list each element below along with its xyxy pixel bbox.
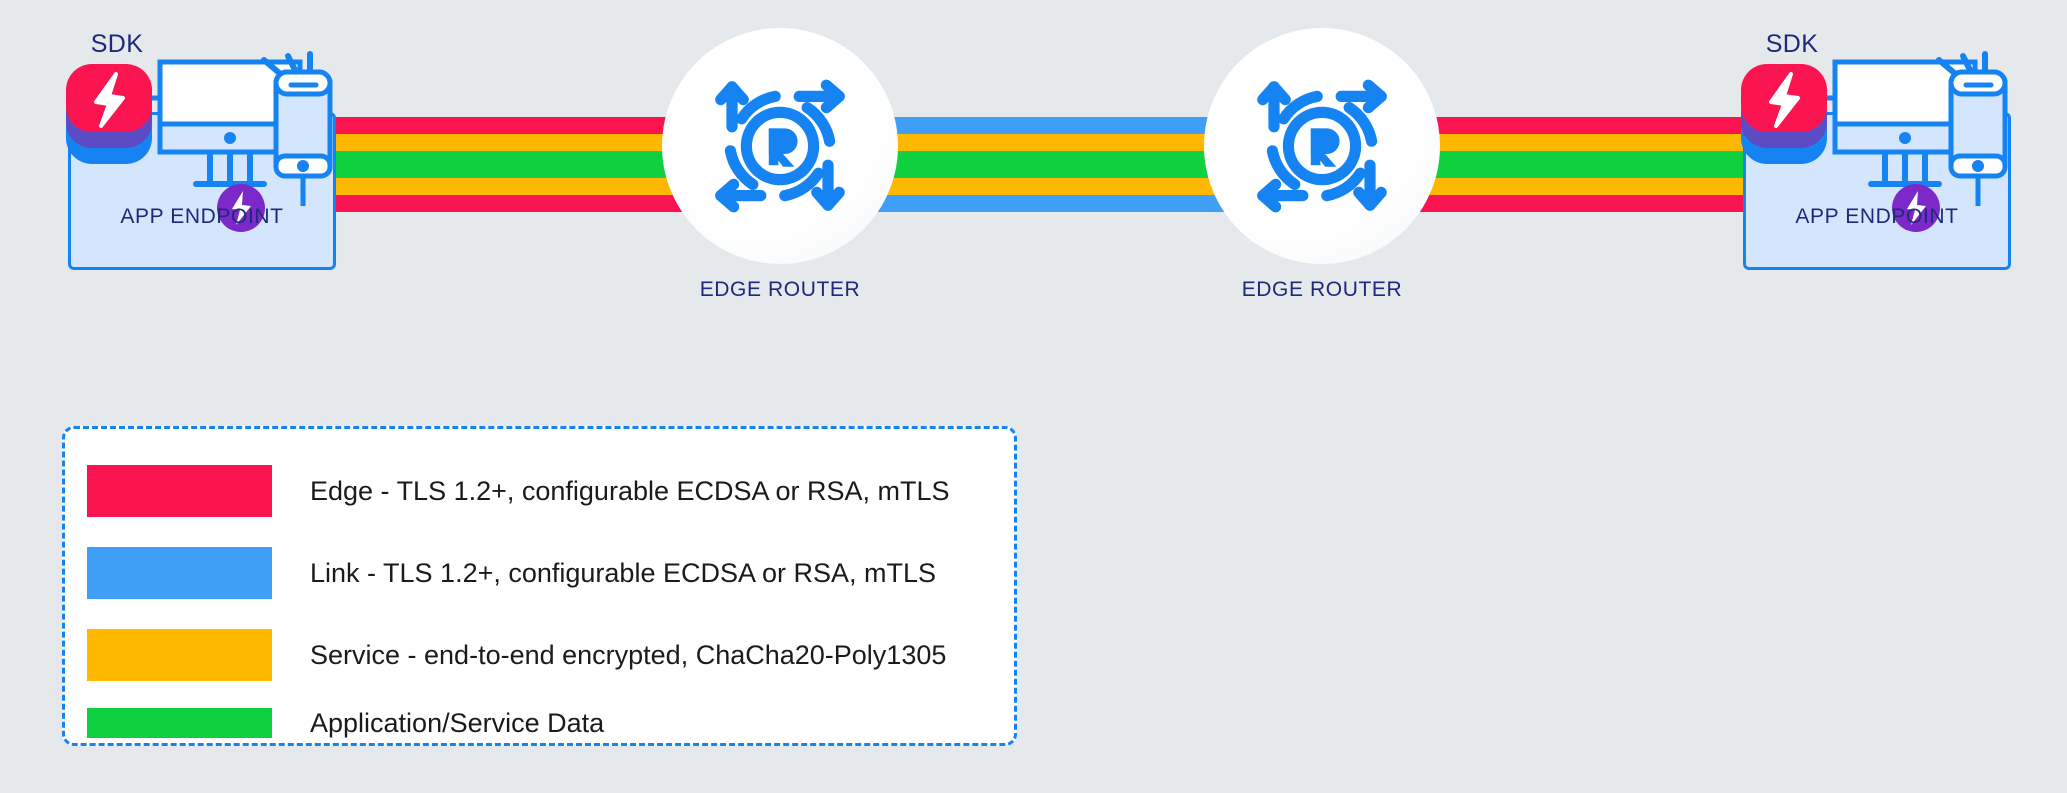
legend-item-edge: Edge - TLS 1.2+, configurable ECDSA or R…	[87, 463, 987, 519]
legend-swatch-edge	[87, 465, 272, 517]
legend-swatch-link	[87, 547, 272, 599]
desktop-and-mobile-icon	[1813, 51, 2008, 206]
legend-label-app-data: Application/Service Data	[310, 707, 605, 738]
bolt-badge-icon	[217, 184, 265, 232]
legend-panel: Edge - TLS 1.2+, configurable ECDSA or R…	[62, 426, 1017, 746]
legend-item-service: Service - end-to-end encrypted, ChaCha20…	[87, 627, 987, 683]
sdk-label: SDK	[90, 30, 144, 58]
sdk-stack-bolt-icon	[66, 64, 152, 164]
edge-router-2[interactable]: EDGE ROUTER	[1192, 28, 1452, 328]
router-arrows-icon	[715, 79, 845, 213]
desktop-and-mobile-icon	[138, 51, 333, 206]
bolt-badge-icon	[1892, 184, 1940, 232]
app-endpoint-label: APP ENDPOINT	[1795, 205, 1959, 228]
router-arrows-icon	[1257, 79, 1387, 213]
legend-label-link: Link - TLS 1.2+, configurable ECDSA or R…	[310, 557, 937, 588]
app-endpoint-right[interactable]: SDK APP ENDPOINT	[1735, 30, 2035, 270]
legend-swatch-service	[87, 629, 272, 681]
legend-item-app-data: Application/Service Data	[87, 695, 987, 751]
app-endpoint-label: APP ENDPOINT	[120, 205, 284, 228]
legend-label-edge: Edge - TLS 1.2+, configurable ECDSA or R…	[310, 475, 950, 506]
router-label: EDGE ROUTER	[699, 278, 861, 301]
edge-router-1[interactable]: EDGE ROUTER	[650, 28, 910, 328]
legend-swatch-app-data	[87, 708, 272, 738]
sdk-label: SDK	[1765, 30, 1819, 58]
legend-label-service: Service - end-to-end encrypted, ChaCha20…	[310, 639, 947, 670]
router-label: EDGE ROUTER	[1241, 278, 1403, 301]
legend-item-link: Link - TLS 1.2+, configurable ECDSA or R…	[87, 545, 987, 601]
sdk-stack-bolt-icon	[1741, 64, 1827, 164]
app-endpoint-left[interactable]: SDK APP ENDPOINT	[60, 30, 360, 270]
